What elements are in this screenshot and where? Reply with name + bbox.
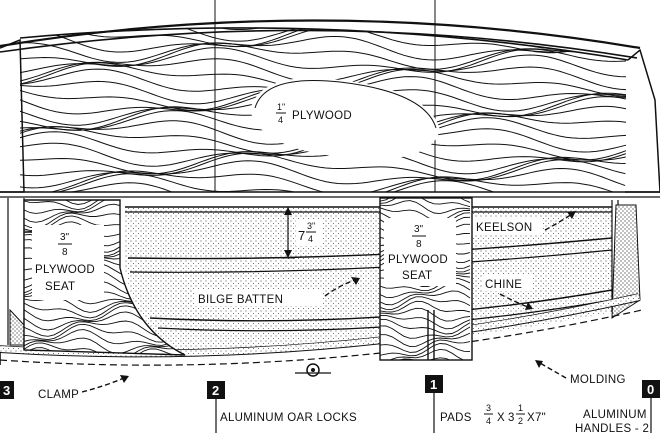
dimension-label: 7 3" 4 bbox=[296, 220, 322, 246]
part-labels: KEELSON CHINE BILGE BATTEN CLAMP MOLDING bbox=[38, 218, 626, 401]
wood-grain-line bbox=[380, 314, 471, 330]
seat-left-line2: SEAT bbox=[45, 281, 75, 293]
wood-grain-line bbox=[380, 198, 471, 208]
wood-grain-line bbox=[380, 332, 471, 348]
seat-left-label: 3" 8 PLYWOOD SEAT bbox=[35, 232, 95, 293]
station-marker-1: 1 bbox=[430, 377, 437, 392]
seat-mid-line2: SEAT bbox=[402, 270, 432, 282]
deck-panel bbox=[0, 0, 660, 198]
wood-grain-line bbox=[24, 342, 185, 355]
wood-grain-line bbox=[389, 348, 465, 360]
oar-locks-caption: ALUMINUM OAR LOCKS bbox=[220, 412, 357, 424]
deck-plywood-label: PLYWOOD bbox=[292, 110, 352, 122]
wood-grain-line bbox=[20, 173, 627, 193]
wood-grain-line bbox=[20, 167, 627, 193]
pads-a-denominator: 4 bbox=[486, 416, 491, 426]
station-marker-3: 3 bbox=[3, 383, 10, 398]
handles-caption-line1: ALUMINUM bbox=[583, 409, 647, 421]
dimension-whole: 7 bbox=[298, 228, 305, 243]
wood-grain-line bbox=[20, 150, 627, 175]
pads-b-numerator: 1 bbox=[518, 403, 523, 413]
wood-grain-line bbox=[380, 343, 471, 357]
wood-grain-line bbox=[380, 325, 471, 339]
handles-caption-line2: HANDLES - 2 bbox=[575, 423, 649, 433]
pads-b-denominator: 2 bbox=[518, 416, 523, 426]
seat-mid-fraction-numerator: 3" bbox=[414, 224, 424, 235]
bottom-captions: ALUMINUM OAR LOCKS PADS 3 4 X 3 1 2 X7" … bbox=[220, 403, 649, 435]
leader-lines bbox=[81, 211, 576, 393]
pads-x1: X bbox=[497, 412, 505, 424]
chine-label: CHINE bbox=[485, 279, 522, 291]
wood-grain-line bbox=[380, 318, 471, 335]
seat-mid-fraction-denominator: 8 bbox=[416, 239, 422, 250]
wood-grain-line bbox=[20, 180, 627, 193]
wood-grain-line bbox=[24, 200, 185, 211]
wood-grain-line bbox=[380, 296, 471, 310]
wood-grain-line bbox=[24, 337, 185, 354]
seat-mid-line1: PLYWOOD bbox=[388, 254, 448, 266]
wood-grain-line bbox=[380, 207, 470, 222]
dimension-height bbox=[281, 206, 295, 259]
keelson-label: KEELSON bbox=[476, 222, 532, 234]
molding-label: MOLDING bbox=[570, 374, 626, 386]
station-marker-0: 0 bbox=[647, 382, 654, 397]
wood-grain-line bbox=[24, 329, 185, 346]
wood-grain-line bbox=[380, 290, 471, 306]
seat-mid-label: 3" 8 PLYWOOD SEAT bbox=[388, 224, 448, 282]
seat-left-line1: PLYWOOD bbox=[35, 264, 95, 276]
station-marker-2: 2 bbox=[212, 383, 219, 398]
bilge-batten-label: BILGE BATTEN bbox=[198, 294, 283, 306]
wood-grain-line bbox=[20, 36, 627, 63]
dimension-denominator: 4 bbox=[308, 234, 313, 244]
oar-lock-fitting bbox=[295, 363, 331, 377]
seat-left-fraction-numerator: 3" bbox=[60, 232, 70, 243]
dimension-numerator: 3" bbox=[307, 221, 315, 231]
pads-b-whole: 3 bbox=[508, 412, 515, 424]
wood-grain-line bbox=[380, 339, 471, 353]
wood-grain-line bbox=[24, 323, 185, 343]
clamp-label: CLAMP bbox=[38, 389, 79, 401]
deck-fraction-denominator: 4 bbox=[278, 115, 283, 125]
hull-lower bbox=[0, 198, 643, 366]
middle-plywood-seat bbox=[379, 197, 473, 361]
seat-left-fraction-denominator: 8 bbox=[62, 247, 68, 258]
pads-a-numerator: 3 bbox=[486, 403, 491, 413]
wood-grain-line bbox=[20, 27, 627, 54]
pads-prefix: PADS bbox=[440, 412, 472, 424]
wood-grain-line bbox=[380, 200, 471, 215]
pads-x2: X7" bbox=[527, 412, 546, 424]
wood-grain-line bbox=[380, 300, 471, 313]
deck-fraction-numerator: 1" bbox=[277, 102, 285, 112]
station-markers: 3 2 1 0 bbox=[0, 375, 660, 433]
deck-label: 1" 4 PLYWOOD bbox=[276, 102, 352, 125]
wood-grain-line bbox=[380, 307, 471, 322]
wood-grain-line bbox=[20, 27, 627, 30]
wood-grain-line bbox=[20, 159, 627, 189]
left-plywood-seat bbox=[23, 199, 186, 356]
